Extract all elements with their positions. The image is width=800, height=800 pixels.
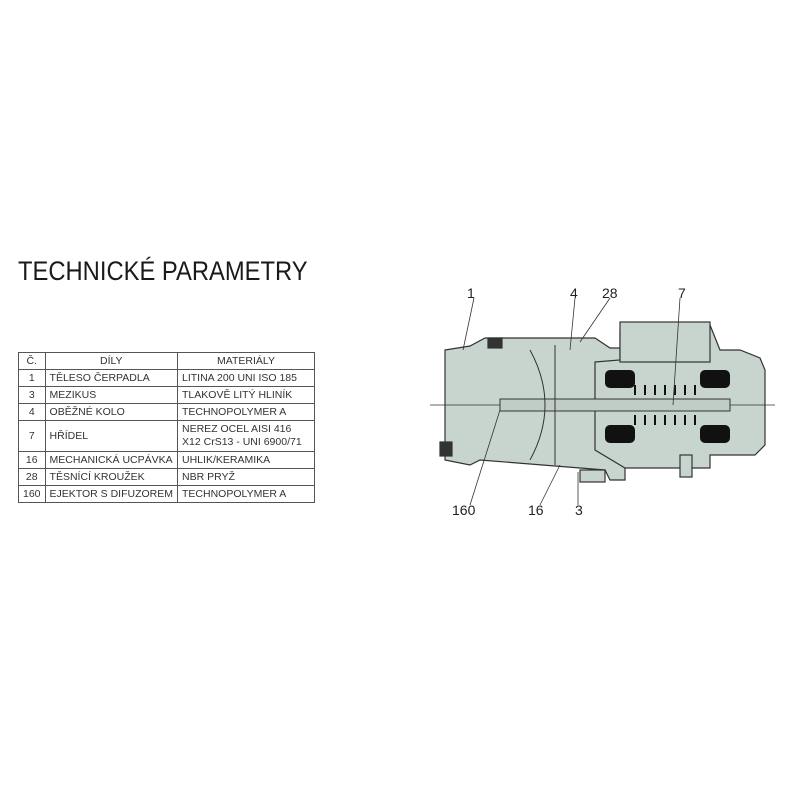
row-part: MEZIKUS — [44, 386, 179, 404]
row-no: 3 — [18, 386, 46, 404]
windings — [605, 370, 730, 443]
callout-16: 16 — [528, 502, 544, 518]
callout-4: 4 — [570, 285, 578, 301]
callout-3: 3 — [575, 502, 583, 518]
row-part: TĚSNÍCÍ KROUŽEK — [44, 468, 179, 486]
row-no: 28 — [18, 468, 46, 486]
header-material: MATERIÁLY — [177, 352, 316, 370]
row-no: 160 — [18, 485, 46, 503]
drain-plug — [439, 441, 453, 457]
header-no: Č. — [18, 352, 46, 370]
row-part: MECHANICKÁ UCPÁVKA — [44, 451, 179, 469]
row-no: 1 — [18, 369, 46, 387]
row-no: 7 — [18, 420, 46, 452]
material-line-1: NEREZ OCEL AISI 416 — [182, 423, 292, 435]
row-material: LITINA 200 UNI ISO 185 — [177, 369, 316, 387]
table-header-row: Č. DÍLY MATERIÁLY — [18, 352, 316, 370]
row-no: 4 — [18, 403, 46, 421]
callout-7: 7 — [678, 285, 686, 301]
row-material: TECHNOPOLYMER A — [177, 403, 316, 421]
callout-28: 28 — [602, 285, 618, 301]
foot-2 — [679, 454, 693, 478]
header-part: DÍLY — [44, 352, 179, 370]
row-part: OBĚŽNÉ KOLO — [44, 403, 179, 421]
shaft — [499, 398, 731, 412]
page-title: TECHNICKÉ PARAMETRY — [18, 256, 308, 286]
pump-drawing — [430, 297, 775, 506]
terminal-box — [619, 321, 711, 363]
callout-1: 1 — [467, 285, 475, 301]
pump-cross-section: 1 4 28 7 160 16 3 — [430, 280, 780, 520]
callout-160: 160 — [452, 502, 476, 518]
row-no: 16 — [18, 451, 46, 469]
row-part: HŘÍDEL — [44, 420, 179, 452]
rotor-lamination — [634, 385, 696, 425]
material-line-2: X12 CrS13 - UNI 6900/71 — [182, 436, 302, 448]
row-part: TĚLESO ČERPADLA — [44, 369, 179, 387]
leader-lines — [462, 297, 681, 506]
row-material: TLAKOVĚ LITÝ HLINÍK — [177, 386, 316, 404]
impeller — [529, 345, 556, 465]
row-material: UHLIK/KERAMIKA — [177, 451, 316, 469]
fill-plug — [487, 337, 503, 349]
row-material: TECHNOPOLYMER A — [177, 485, 316, 503]
row-part: EJEKTOR S DIFUZOREM — [44, 485, 179, 503]
foot-1 — [579, 469, 606, 483]
row-material: NBR PRYŽ — [177, 468, 316, 486]
